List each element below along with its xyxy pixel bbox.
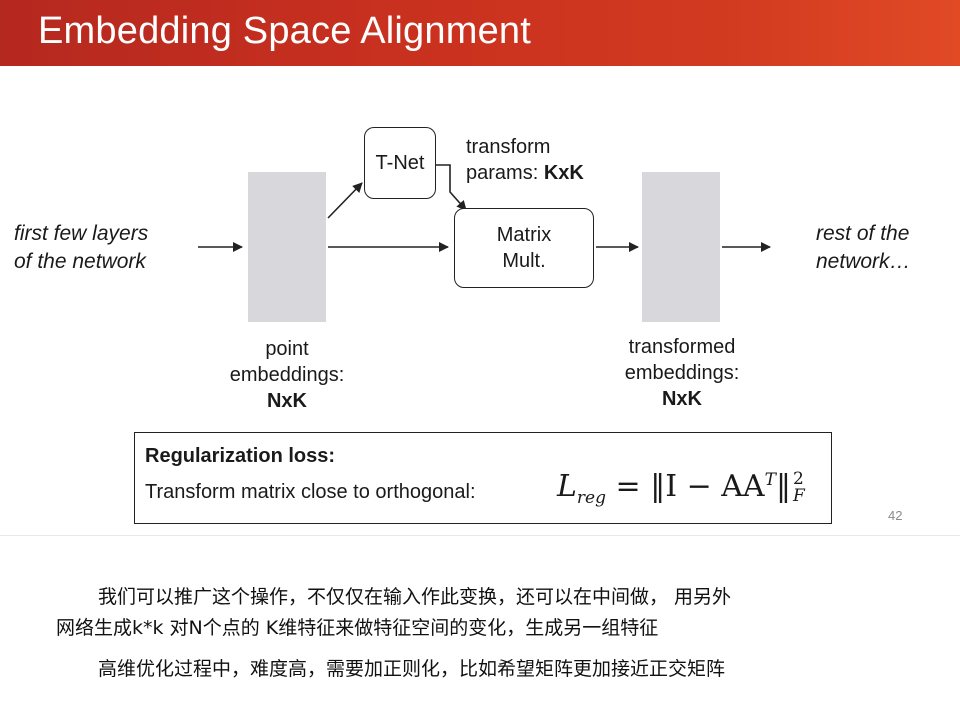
- formula-lhs: L: [557, 469, 577, 504]
- input-label-line1: first few layers: [14, 222, 149, 245]
- input-label: first few layers of the network: [14, 220, 148, 276]
- regularization-box: Regularization loss: Transform matrix cl…: [134, 432, 832, 524]
- formula-body: = ‖I − AA: [606, 469, 765, 504]
- formula-lhs-sub: reg: [576, 488, 606, 508]
- transform-params-line1: transform: [466, 136, 551, 158]
- matrix-mult-box: Matrix Mult.: [454, 208, 594, 288]
- transform-params-size: KxK: [543, 162, 584, 184]
- transform-params-prefix: params:: [466, 162, 544, 184]
- transformed-embeddings-line1: transformed: [628, 336, 736, 358]
- matrix-mult-line1: Matrix: [496, 224, 552, 246]
- matrix-mult-line2: Mult.: [502, 250, 546, 272]
- output-label-line2: network…: [816, 250, 911, 273]
- tnet-label: T-Net: [375, 152, 425, 174]
- note-line-2: 网络生成k*k 对N个点的 K维特征来做特征空间的变化，生成另一组特征: [56, 617, 659, 639]
- note-line-1: 我们可以推广这个操作，不仅仅在输入作此变换，还可以在中间做， 用另外: [98, 586, 732, 608]
- formula-close: ‖: [775, 469, 791, 504]
- point-embeddings-line2: embeddings:: [229, 364, 345, 386]
- input-label-line2: of the network: [14, 250, 146, 273]
- note-line-3: 高维优化过程中，难度高，需要加正则化，比如希望矩阵更加接近正交矩阵: [98, 658, 726, 680]
- transformed-embeddings-line2: embeddings:: [624, 362, 740, 384]
- formula-sup-t: T: [764, 470, 776, 490]
- point-embeddings-size: NxK: [266, 390, 307, 412]
- transform-params-label: transform params: KxK: [466, 134, 584, 186]
- tnet-box: T-Net: [364, 127, 436, 199]
- output-label: rest of the network…: [816, 220, 911, 276]
- transformed-embeddings-block: [642, 172, 720, 322]
- regularization-text: Transform matrix close to orthogonal:: [145, 481, 476, 503]
- page-number: 42: [888, 508, 903, 523]
- formula-sup-2: 2: [792, 469, 804, 489]
- formula-sub-f: F: [792, 486, 805, 506]
- transformed-embeddings-size: NxK: [661, 388, 702, 410]
- divider: [0, 535, 960, 536]
- transformed-embeddings-label: transformed embeddings: NxK: [590, 334, 774, 412]
- arrow-tnet-to-matrix: [436, 164, 467, 211]
- output-label-line1: rest of the: [816, 222, 910, 245]
- title-bar: Embedding Space Alignment: [0, 0, 960, 66]
- point-embeddings-label: point embeddings: NxK: [202, 336, 372, 414]
- regularization-title: Regularization loss:: [145, 445, 336, 467]
- page-title: Embedding Space Alignment: [38, 10, 531, 52]
- arrow-to-tnet: [327, 182, 363, 219]
- point-embeddings-line1: point: [265, 338, 309, 360]
- point-embeddings-block: [248, 172, 326, 322]
